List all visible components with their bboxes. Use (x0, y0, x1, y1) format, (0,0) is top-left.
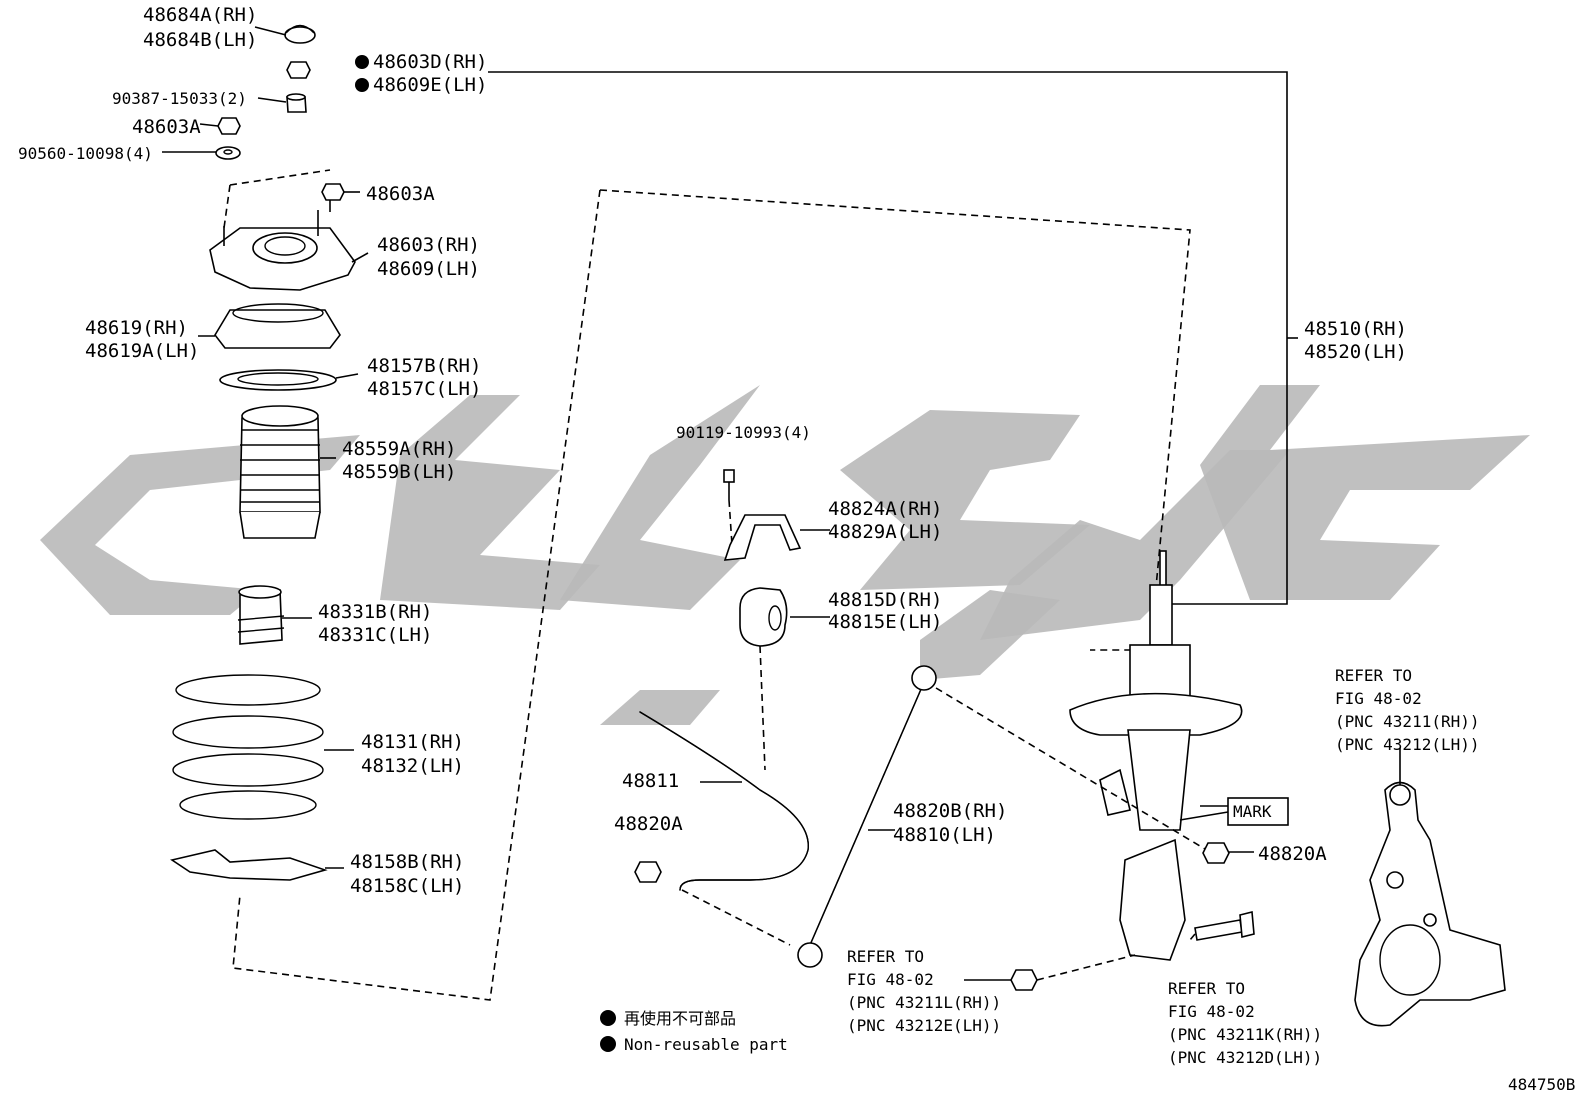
part-label: 48559A(RH) (342, 438, 456, 460)
part-label: 48603(RH) (377, 234, 480, 256)
part-label: 48684A(RH) (143, 4, 257, 26)
part-label: 48158C(LH) (350, 875, 464, 897)
ref-label: (PNC 43212(LH)) (1335, 735, 1480, 754)
nut-icon (1202, 842, 1230, 864)
ref-label: (PNC 43212E(LH)) (847, 1016, 1001, 1035)
bolt-icon (1194, 910, 1255, 941)
part-label: 48820A (614, 813, 683, 835)
part-label: 48609E(LH) (373, 74, 487, 96)
part-label: 48331C(LH) (318, 624, 432, 646)
part-label: 48811 (622, 770, 679, 792)
mark-label-box (1227, 797, 1289, 826)
part-label: 48331B(RH) (318, 601, 432, 623)
legend-text-jp: 再使用不可部品 (624, 1009, 736, 1028)
ref-label: FIG 48-02 (847, 970, 934, 989)
part-label: 48824A(RH) (828, 498, 942, 520)
ref-label: (PNC 43211K(RH)) (1168, 1025, 1322, 1044)
non-reusable-dot-icon (355, 55, 369, 69)
part-label: 90560-10098(4) (18, 144, 153, 163)
part-label: 48619(RH) (85, 317, 188, 339)
bushing-icon (286, 93, 307, 113)
part-label: 48603A (366, 183, 435, 205)
upper-mount-icon (209, 200, 356, 291)
bump-stopper-icon (237, 585, 285, 645)
part-label: 48132(LH) (361, 755, 464, 777)
spring-dashed-box (232, 189, 601, 1001)
part-label: 48520(LH) (1304, 341, 1407, 363)
ref-label: FIG 48-02 (1335, 689, 1422, 708)
ref-label: REFER TO (1168, 979, 1245, 998)
part-label: 48815D(RH) (828, 589, 942, 611)
washer-icon (215, 146, 241, 160)
legend-dot-icon (600, 1010, 616, 1026)
cap-icon (284, 24, 316, 44)
coil-spring-icon (172, 674, 324, 820)
watermark-logo (40, 385, 1530, 725)
dust-boot-icon (239, 405, 321, 539)
part-label: 48684B(LH) (143, 29, 257, 51)
ref-label: REFER TO (847, 947, 924, 966)
nut-icon (634, 861, 662, 883)
ref-label: FIG 48-02 (1168, 1002, 1255, 1021)
figure-code: 484750B (1508, 1075, 1575, 1094)
part-label: 90387-15033(2) (112, 89, 247, 108)
nut-icon (217, 117, 241, 135)
mark-label: MARK (1233, 802, 1272, 821)
nut-icon (321, 183, 345, 201)
nut-icon (286, 61, 311, 79)
part-label: 48510(RH) (1304, 318, 1407, 340)
part-label: 48815E(LH) (828, 611, 942, 633)
stabilizer-bushing-icon (739, 587, 788, 647)
leader-dash (223, 184, 231, 229)
part-label: 48157C(LH) (367, 378, 481, 400)
part-label: 48810(LH) (893, 824, 996, 846)
steering-knuckle-icon (1354, 781, 1506, 1027)
part-label: 48157B(RH) (367, 355, 481, 377)
stabilizer-link-icon (797, 665, 937, 968)
part-label: 48820A (1258, 843, 1327, 865)
bracket-icon (723, 514, 802, 561)
part-label: 48603D(RH) (373, 51, 487, 73)
part-label: 48158B(RH) (350, 851, 464, 873)
ref-label: REFER TO (1335, 666, 1412, 685)
part-label: 48131(RH) (361, 731, 464, 753)
ref-label: (PNC 43212D(LH)) (1168, 1048, 1322, 1067)
ref-label: (PNC 43211(RH)) (1335, 712, 1480, 731)
part-label: 48603A (132, 116, 201, 138)
part-label: 90119-10993(4) (676, 423, 811, 442)
legend-dot-icon (600, 1036, 616, 1052)
insulator-icon (219, 369, 337, 391)
bolt-icon (723, 469, 735, 500)
part-label: 48619A(LH) (85, 340, 199, 362)
part-label: 48829A(LH) (828, 521, 942, 543)
legend-text-en: Non-reusable part (624, 1035, 788, 1054)
spring-seat-icon (214, 303, 341, 349)
leader-dash (229, 169, 331, 186)
strut-icon (1069, 550, 1243, 961)
ref-label: (PNC 43211L(RH)) (847, 993, 1001, 1012)
lower-insulator-icon (170, 849, 328, 881)
nut-icon (1010, 969, 1038, 991)
non-reusable-dot-icon (355, 78, 369, 92)
part-label: 48820B(RH) (893, 800, 1007, 822)
part-label: 48609(LH) (377, 258, 480, 280)
part-label: 48559B(LH) (342, 461, 456, 483)
stabilizer-bar-icon (639, 711, 809, 891)
